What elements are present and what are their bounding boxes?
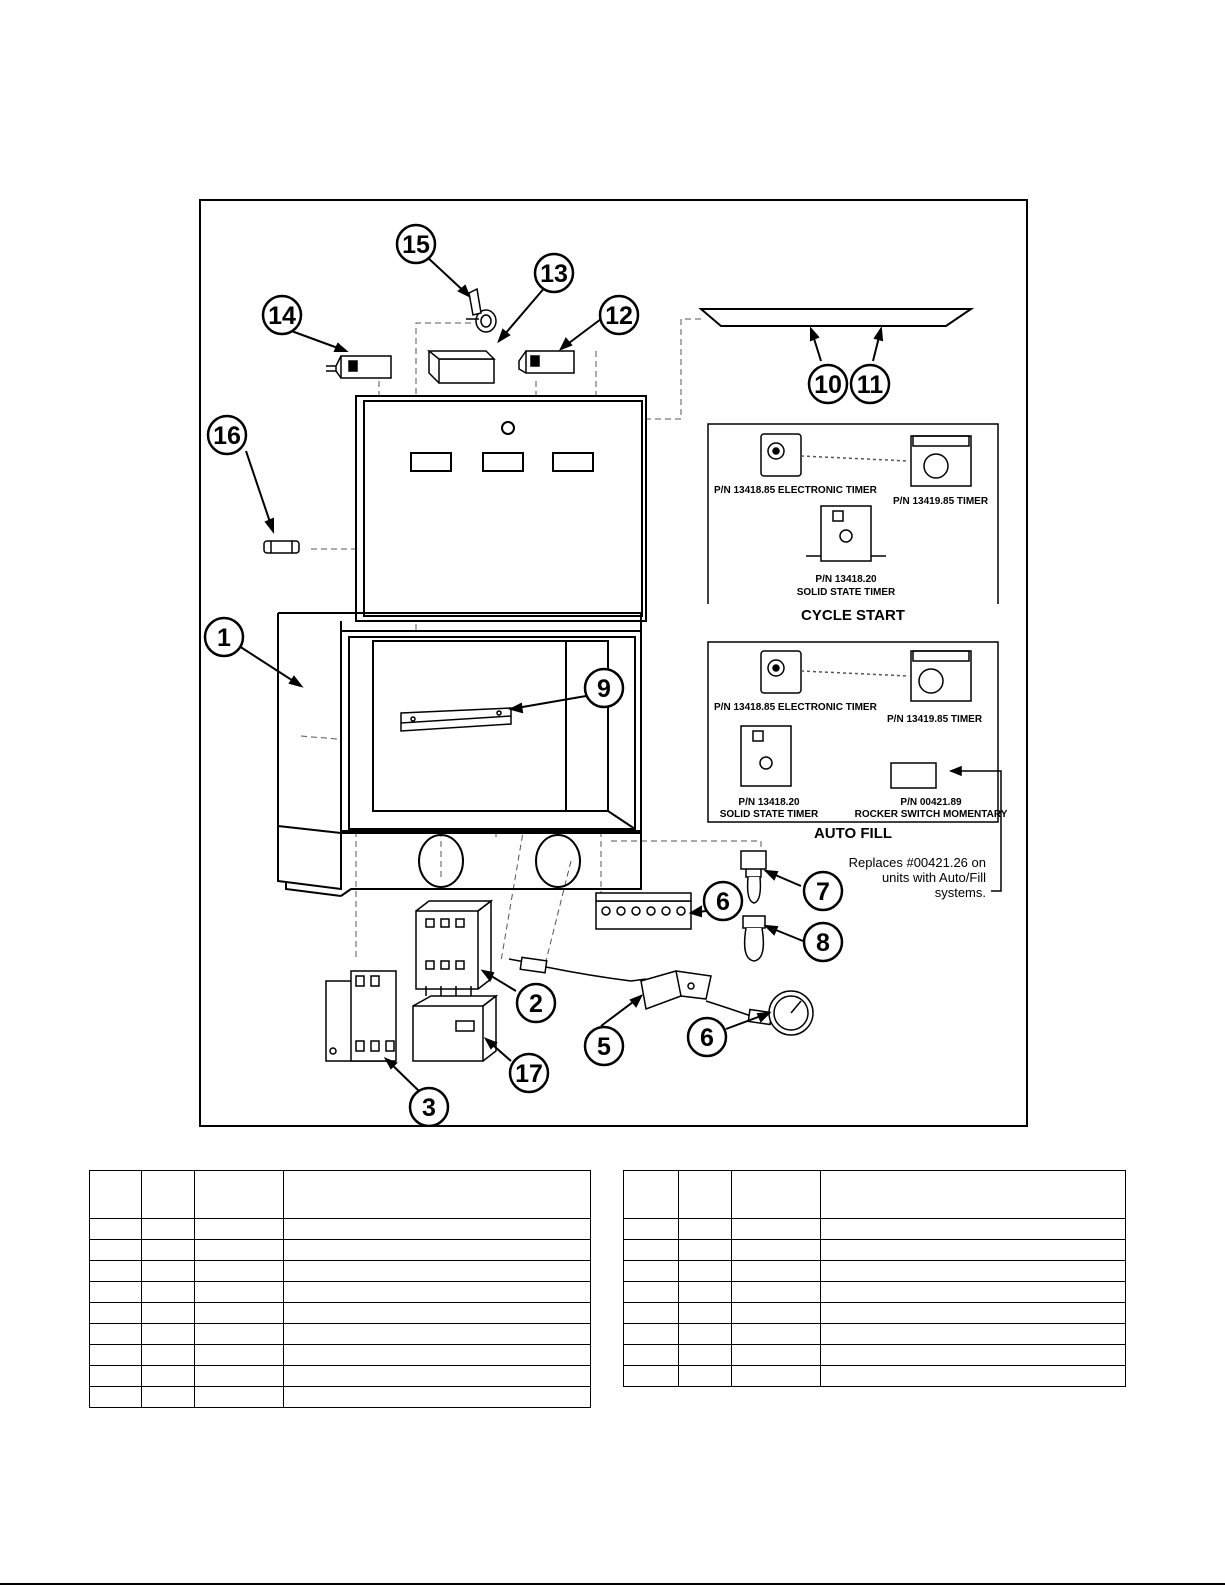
table-row	[89, 1239, 591, 1261]
overload-relay-17	[412, 986, 499, 1062]
callout-6-gauge: 6	[700, 1024, 714, 1052]
table-row	[623, 1323, 1126, 1345]
inset-cycle-start	[707, 423, 999, 604]
fuse-16	[263, 540, 300, 554]
table-row	[623, 1344, 1126, 1366]
note-line-2: units with Auto/Fill	[882, 870, 986, 885]
table-row	[623, 1260, 1126, 1282]
table-header-row	[89, 1170, 591, 1219]
callout-13: 13	[540, 260, 568, 288]
auto-fill-timer-label: P/N 13419.85 TIMER	[887, 714, 983, 725]
callout-16: 16	[213, 422, 241, 450]
enclosure-box	[277, 395, 647, 897]
rocker-switch-13	[426, 350, 496, 384]
pressure-gauge-6	[705, 990, 814, 1036]
table-row	[89, 1218, 591, 1240]
note-line-1: Replaces #00421.26 on	[849, 855, 986, 870]
table-row	[89, 1281, 591, 1303]
callout-14: 14	[268, 302, 296, 330]
auto-fill-rocker-pn: P/N 00421.89	[900, 797, 962, 808]
callout-12: 12	[605, 302, 633, 330]
table-row	[89, 1365, 591, 1387]
cycle-start-timer-label: P/N 13419.85 TIMER	[893, 496, 989, 507]
parts-table-left	[89, 1170, 591, 1408]
auto-fill-solid-state-name: SOLID STATE TIMER	[720, 809, 819, 820]
callout-6-terminal: 6	[716, 888, 730, 916]
parts-table-right	[623, 1170, 1126, 1387]
din-rail	[400, 707, 512, 732]
toggle-boot-8	[742, 915, 766, 962]
callout-1: 1	[217, 624, 231, 652]
mounting-bracket-5	[640, 970, 712, 1011]
auto-fill-electronic-timer-label: P/N 13418.85 ELECTRONIC TIMER	[714, 702, 878, 713]
callout-7: 7	[816, 878, 830, 906]
table-row	[623, 1302, 1126, 1324]
callout-9: 9	[597, 675, 611, 703]
terminal-block-6	[595, 892, 692, 930]
table-row	[623, 1365, 1126, 1387]
page-bottom-rule	[0, 1583, 1225, 1585]
table-row	[89, 1386, 591, 1408]
callout-15: 15	[402, 231, 430, 259]
callout-17: 17	[515, 1060, 543, 1088]
callout-2: 2	[529, 990, 543, 1018]
note-line-3: systems.	[935, 885, 986, 900]
exploded-parts-diagram: 15 13 14 12 10 11 16 1 9 6 7 8 2 3 17 5 …	[199, 199, 1028, 1127]
table-row	[623, 1239, 1126, 1261]
auto-fill-rocker-name: ROCKER SWITCH MOMENTARY	[855, 809, 1008, 820]
table-row	[623, 1281, 1126, 1303]
rocker-switch-14	[326, 355, 392, 379]
callout-arrows	[238, 255, 884, 1092]
callout-5: 5	[597, 1033, 611, 1061]
inset-auto-fill	[707, 641, 999, 823]
cycle-start-electronic-timer-label: P/N 13418.85 ELECTRONIC TIMER	[714, 485, 878, 496]
cycle-start-solid-state-name: SOLID STATE TIMER	[797, 587, 896, 598]
temperature-probe	[508, 956, 647, 982]
toggle-switch-7	[740, 850, 767, 904]
table-row	[89, 1302, 591, 1324]
table-row	[89, 1323, 591, 1345]
callout-11: 11	[857, 371, 884, 399]
note-connector	[948, 765, 1002, 892]
callout-3: 3	[422, 1094, 436, 1122]
cover-strip	[698, 308, 975, 327]
contactor-3	[325, 970, 397, 1062]
callout-circles	[203, 223, 891, 1125]
callout-10: 10	[814, 371, 842, 399]
contactor-2	[415, 899, 494, 990]
cam-lock-15	[466, 287, 497, 333]
callout-8: 8	[816, 929, 830, 957]
auto-fill-title: AUTO FILL	[814, 825, 892, 842]
cycle-start-title: CYCLE START	[801, 607, 905, 624]
auto-fill-solid-state-pn: P/N 13418.20	[738, 797, 800, 808]
table-row	[89, 1344, 591, 1366]
table-header-row	[623, 1170, 1126, 1219]
rocker-switch-12	[518, 350, 575, 374]
table-row	[623, 1218, 1126, 1240]
cycle-start-solid-state-pn: P/N 13418.20	[815, 574, 877, 585]
table-row	[89, 1260, 591, 1282]
